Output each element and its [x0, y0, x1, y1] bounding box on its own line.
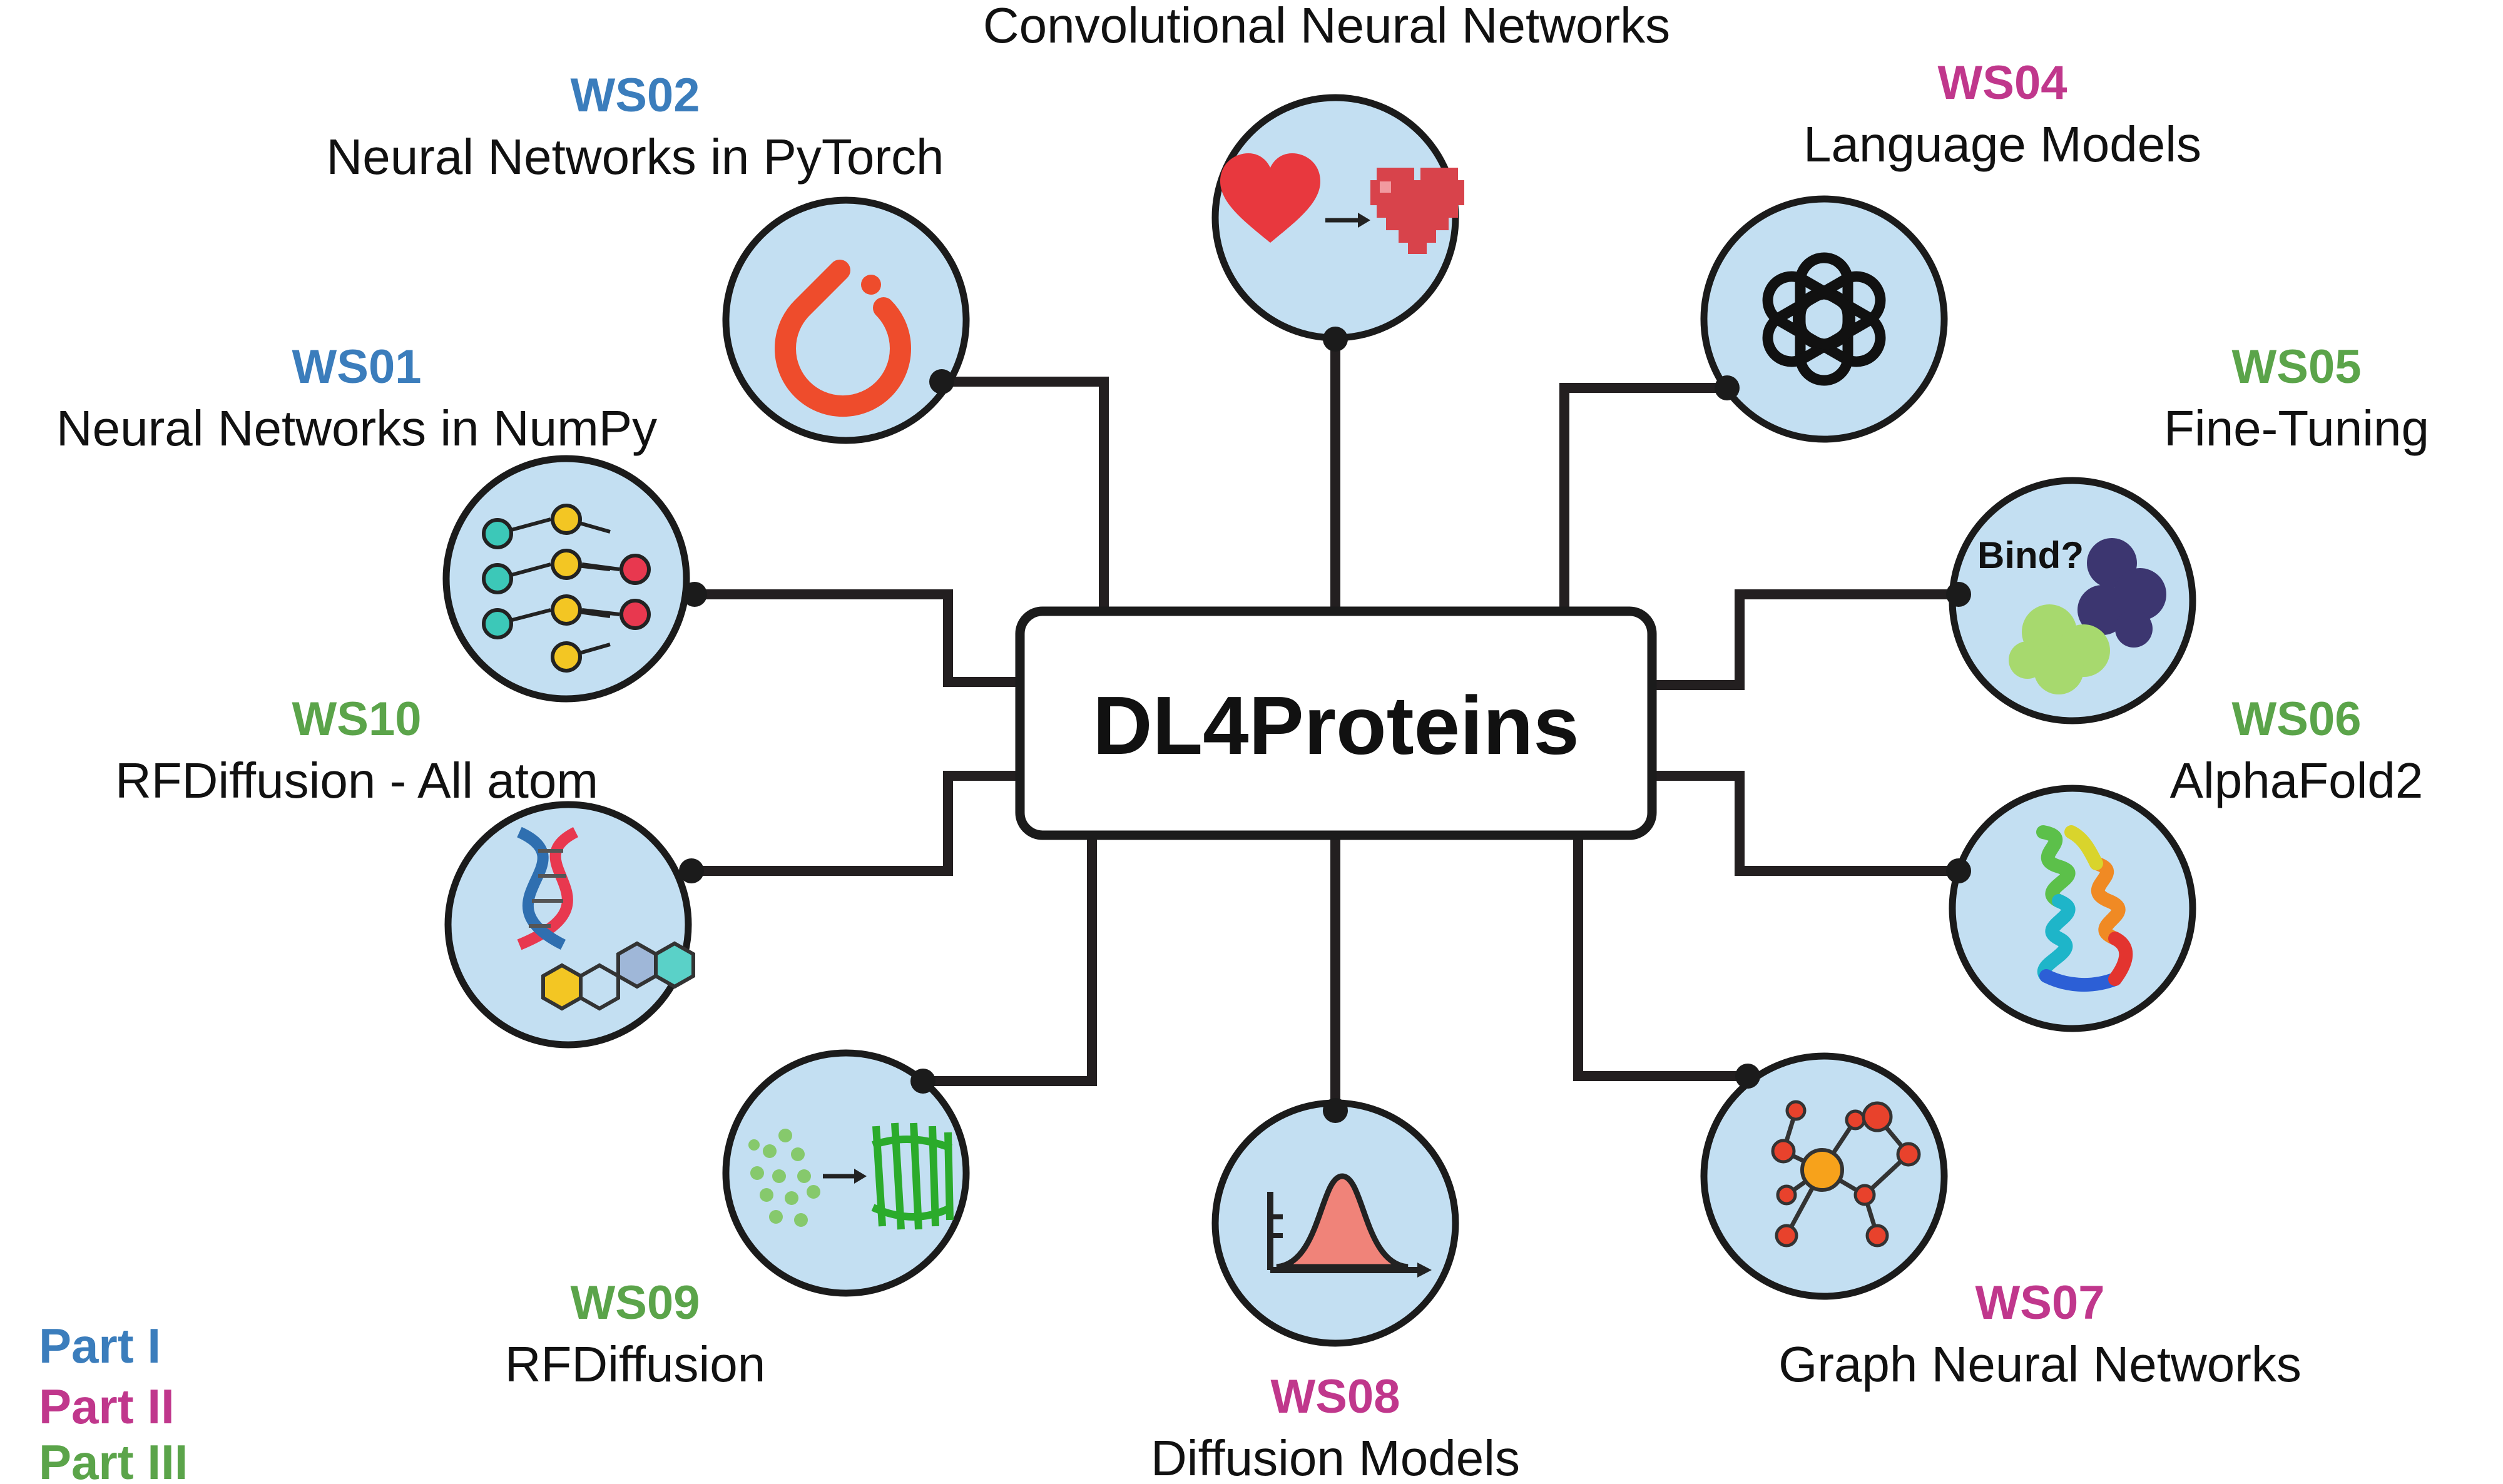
node-ws07[interactable]	[1700, 1052, 1948, 1300]
connector-ws06	[1652, 771, 1959, 876]
node-ws10[interactable]	[444, 801, 704, 1049]
ws05-code: WS05	[2232, 340, 2362, 394]
node-ws01[interactable]	[442, 455, 707, 703]
ws03-title: Convolutional Neural Networks	[983, 0, 1670, 53]
ws01-title: Neural Networks in NumPy	[56, 400, 657, 456]
openai-logo-icon	[1762, 252, 1886, 386]
connector-ws09	[923, 835, 1097, 1086]
distribution-curve-icon	[1267, 1173, 1432, 1278]
connector-ws07	[1573, 835, 1748, 1081]
ws02-code: WS02	[571, 69, 700, 122]
protein-binding-icon: Bind?	[1977, 534, 2166, 694]
ws10-title: RFDiffusion - All atom	[115, 753, 598, 808]
ws10-code: WS10	[292, 693, 422, 746]
graph-network-icon	[1771, 1100, 1921, 1248]
ws08-code: WS08	[1271, 1370, 1400, 1423]
ws08-title: Diffusion Models	[1151, 1430, 1520, 1484]
connectors	[691, 339, 1959, 1110]
node-ws06[interactable]	[1946, 785, 2196, 1032]
ws07-title: Graph Neural Networks	[1778, 1336, 2302, 1392]
connector-ws10	[691, 771, 1020, 876]
legend-part-3: Part III	[39, 1435, 188, 1484]
center-label: DL4Proteins	[1093, 679, 1579, 771]
connector-ws01	[695, 589, 1020, 687]
noise-to-protein-icon	[748, 1122, 954, 1230]
ws06-title: AlphaFold2	[2170, 753, 2424, 808]
ws04-title: Language Models	[1803, 116, 2201, 172]
pytorch-logo-icon	[775, 260, 911, 417]
network-layers-icon	[482, 504, 651, 673]
connector-ws05	[1652, 589, 1959, 690]
ws01-code: WS01	[292, 340, 422, 394]
center-node[interactable]: DL4Proteins	[1015, 606, 1657, 840]
node-ws04[interactable]	[1700, 195, 1948, 443]
node-ws03[interactable]	[1211, 94, 1464, 352]
node-ws02[interactable]	[722, 196, 970, 444]
ws07-code: WS07	[1975, 1276, 2105, 1329]
bind-question-label: Bind?	[1977, 534, 2084, 576]
dna-and-molecule-icon	[517, 826, 695, 1011]
ws02-title: Neural Networks in PyTorch	[327, 129, 944, 185]
node-ws08[interactable]	[1211, 1098, 1459, 1347]
ws05-title: Fine-Tuning	[2164, 400, 2429, 456]
heart-to-pixel-heart-icon	[1220, 153, 1464, 254]
ws09-title: RFDiffusion	[505, 1336, 765, 1392]
connector-ws04	[1559, 383, 1727, 607]
node-ws09[interactable]	[722, 1049, 970, 1297]
ws04-code: WS04	[1938, 56, 2067, 109]
ws09-code: WS09	[571, 1276, 700, 1329]
protein-ribbon-icon	[2036, 825, 2133, 992]
connector-ws02	[942, 377, 1109, 607]
legend-part-1: Part I	[39, 1318, 161, 1373]
legend: Part I Part II Part III	[39, 1318, 188, 1484]
node-ws05[interactable]: Bind?	[1946, 477, 2196, 724]
ws06-code: WS06	[2232, 693, 2362, 746]
legend-part-2: Part II	[39, 1379, 175, 1434]
